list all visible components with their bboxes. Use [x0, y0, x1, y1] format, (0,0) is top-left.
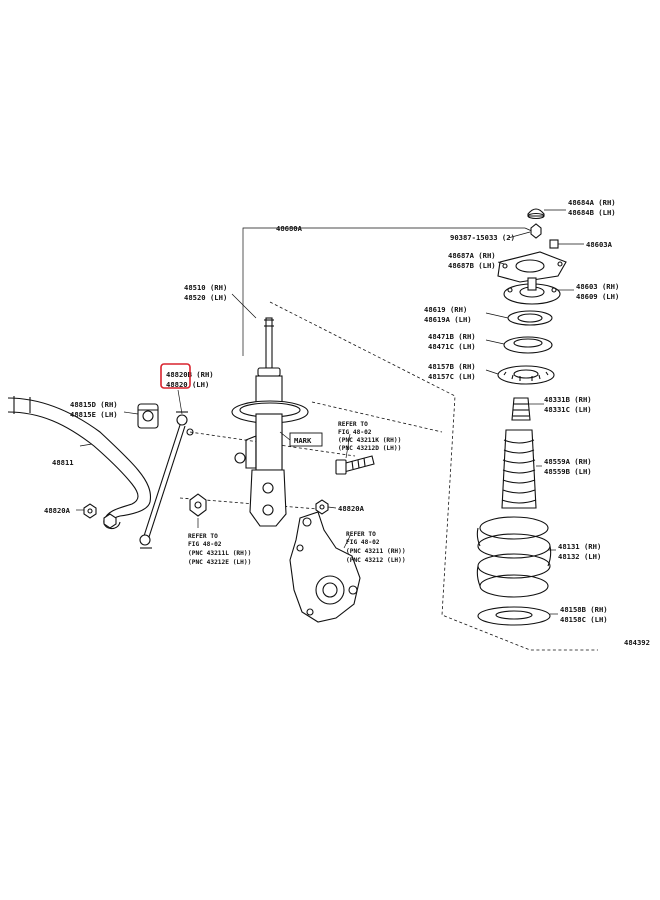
label-48820: 48820 (LH) [166, 380, 209, 389]
nut-48820a-right [315, 499, 329, 515]
nut-90387 [530, 223, 542, 239]
bump-stopper-48331 [511, 397, 531, 421]
label-48820a-right: 48820A [338, 504, 365, 513]
ref-note-nut: REFER TO FIG 48-02 (PNC 43211L (RH)) (PN… [188, 533, 251, 566]
label-48603: 48603 (RH) [576, 282, 619, 291]
label-48815e: 48815E (LH) [70, 410, 118, 419]
label-48510: 48510 (RH) [184, 283, 227, 292]
strut-bolt [335, 455, 375, 475]
label-48559a: 48559A (RH) [544, 457, 592, 466]
label-48132: 48132 (LH) [558, 552, 601, 561]
nut-48820a-left [83, 503, 117, 529]
leader-lines [76, 209, 584, 615]
label-48471b: 48471B (RH) [428, 332, 476, 341]
svg-text:(PNC 43211K (RH)): (PNC 43211K (RH)) [338, 437, 401, 444]
svg-text:(PNC 43212D (LH)): (PNC 43212D (LH)) [338, 445, 401, 452]
label-90387: 90387-15033 (2) [450, 233, 515, 242]
ref-note-knuckle: REFER TO FIG 48-02 (PNC 43211 (RH)) (PNC… [346, 531, 406, 564]
coil-spring-48131 [476, 516, 552, 598]
svg-text:REFER TO: REFER TO [338, 421, 368, 428]
label-48331c: 48331C (LH) [544, 405, 592, 414]
bolt-48603a [549, 239, 559, 249]
svg-text:(PNC 43211L (RH)): (PNC 43211L (RH)) [188, 550, 251, 557]
label-48687b: 48687B (LH) [448, 261, 496, 270]
label-48131: 48131 (RH) [558, 542, 601, 551]
label-48603a: 48603A [586, 240, 613, 249]
label-48520: 48520 (LH) [184, 293, 227, 302]
lower-insulator-48158 [477, 606, 551, 626]
label-48684a: 48684A (RH) [568, 198, 616, 207]
ref-note-strut: REFER TO FIG 48-02 (PNC 43211K (RH)) (PN… [338, 421, 401, 452]
label-48619a: 48619A (LH) [424, 315, 472, 324]
svg-text:REFER TO: REFER TO [346, 531, 376, 538]
bearing-48619 [507, 310, 553, 326]
svg-text:(PNC 43212 (LH)): (PNC 43212 (LH)) [346, 557, 406, 564]
label-48687a: 48687A (RH) [448, 251, 496, 260]
highlight-box [160, 363, 191, 389]
insulator-48157 [497, 365, 555, 385]
spring-seat-48471 [503, 336, 553, 354]
part-labels: 48684A (RH) 48684B (LH) 90387-15033 (2) … [44, 198, 650, 647]
svg-text:(PNC 43211 (RH)): (PNC 43211 (RH)) [346, 548, 406, 555]
mark-label: MARK [294, 436, 312, 445]
label-48157b: 48157B (RH) [428, 362, 476, 371]
svg-text:REFER TO: REFER TO [188, 533, 218, 540]
svg-text:FIG 48-02: FIG 48-02 [338, 429, 372, 436]
strut-leader-bracket [242, 227, 535, 356]
label-48157c: 48157C (LH) [428, 372, 476, 381]
label-48331b: 48331B (RH) [544, 395, 592, 404]
mark-callout: MARK [279, 431, 323, 447]
svg-text:FIG 48-02: FIG 48-02 [346, 539, 380, 546]
shock-absorber-48510 [231, 317, 309, 527]
svg-text:(PNC 43212E (LH)): (PNC 43212E (LH)) [188, 559, 251, 566]
label-48559b: 48559B (LH) [544, 467, 592, 476]
label-48471c: 48471C (LH) [428, 342, 476, 351]
steering-knuckle [289, 511, 361, 623]
boot-48559 [501, 429, 537, 509]
bracket-48687 [497, 251, 567, 283]
stabilizer-bushing [137, 403, 159, 429]
label-48609: 48609 (LH) [576, 292, 619, 301]
cap-48684 [527, 208, 545, 220]
svg-text:FIG 48-02: FIG 48-02 [188, 541, 222, 548]
label-48158b: 48158B (RH) [560, 605, 608, 614]
label-48680a: 48680A [276, 224, 303, 233]
label-48820a-left: 48820A [44, 506, 71, 515]
nut-link-lower [189, 493, 207, 517]
label-48811: 48811 [52, 458, 74, 467]
upper-support-48603 [503, 277, 561, 305]
label-48158c: 48158C (LH) [560, 615, 608, 624]
label-48684b: 48684B (LH) [568, 208, 616, 217]
label-48619: 48619 (RH) [424, 305, 467, 314]
stabilizer-link [139, 411, 188, 549]
figure-id: 484392 [624, 638, 650, 647]
stabilizer-bar-48811 [7, 396, 152, 530]
label-48815d: 48815D (RH) [70, 400, 118, 409]
